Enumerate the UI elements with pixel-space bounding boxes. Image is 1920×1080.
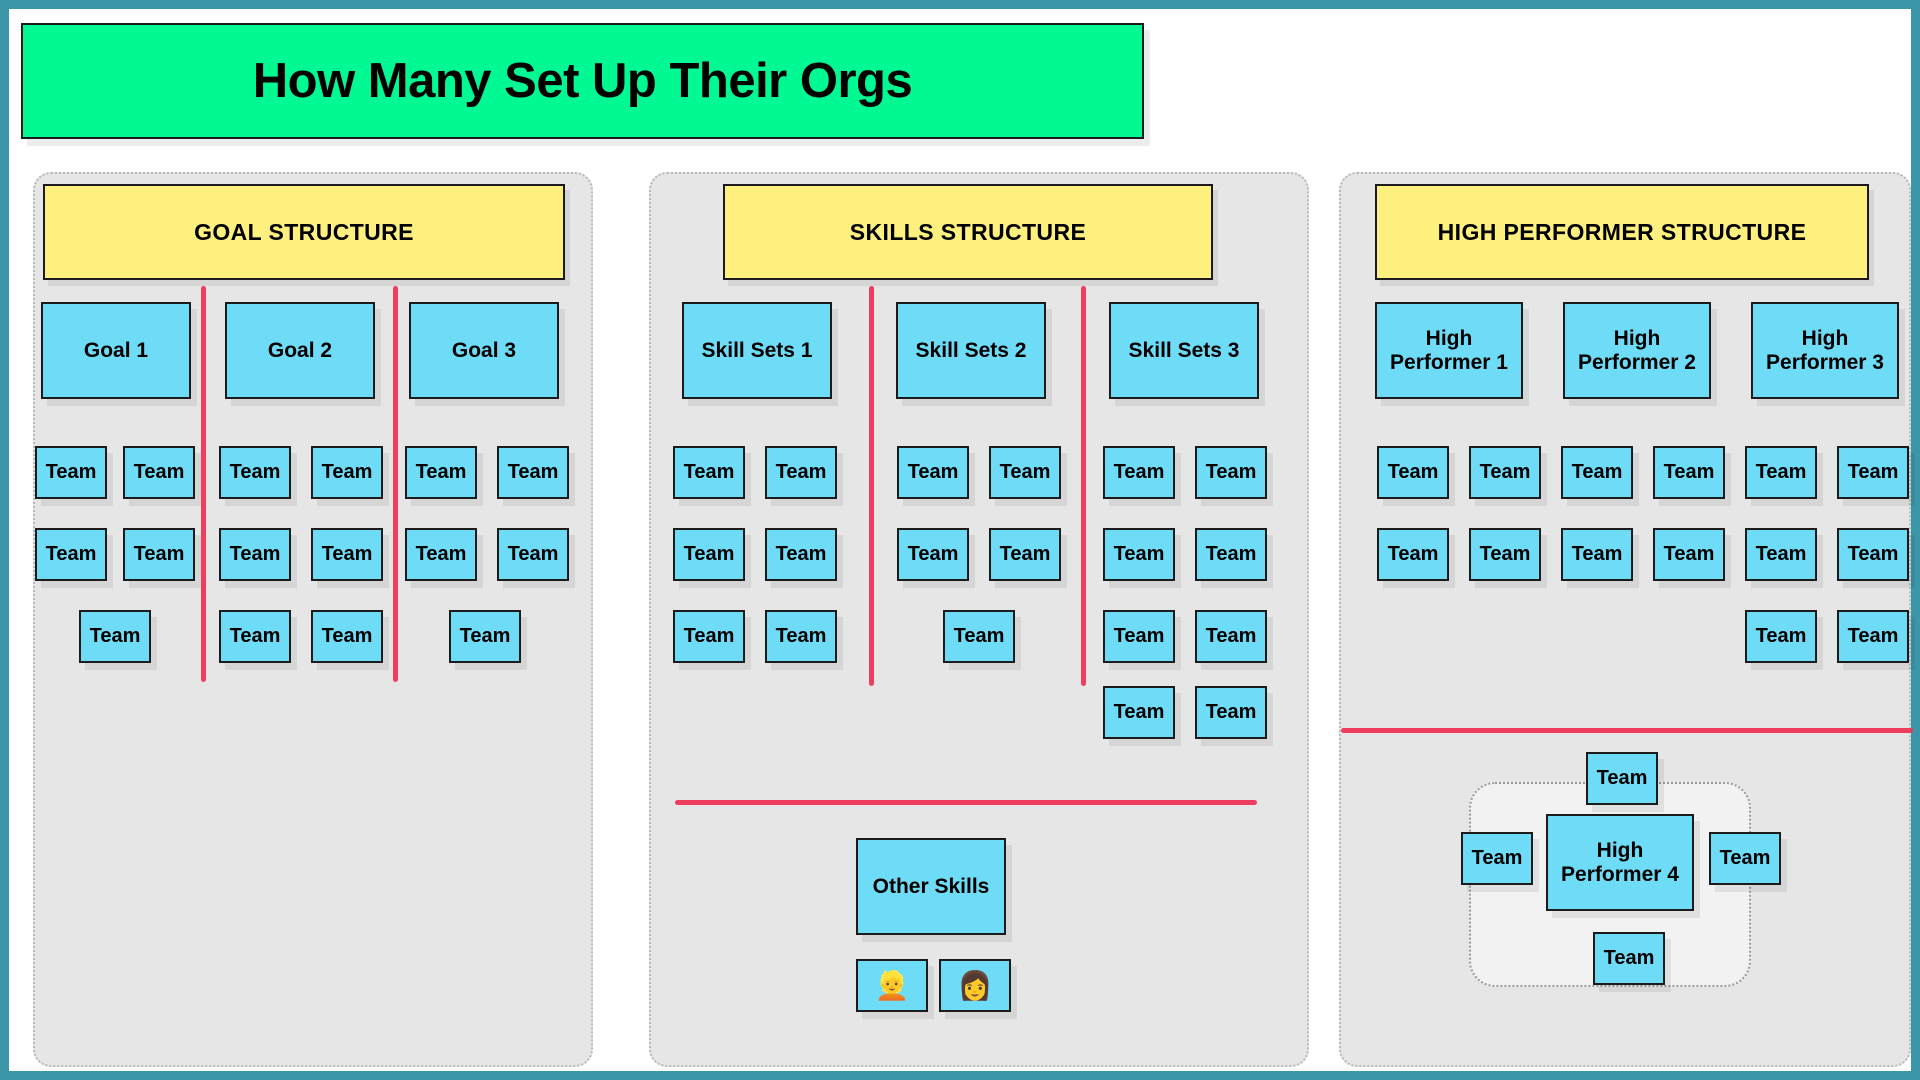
team-card[interactable]: Team: [1561, 446, 1633, 499]
team-card[interactable]: Team: [123, 446, 195, 499]
team-card[interactable]: Team: [123, 528, 195, 581]
team-card[interactable]: Team: [497, 446, 569, 499]
team-card[interactable]: Team: [897, 528, 969, 581]
team-card[interactable]: Team: [1745, 528, 1817, 581]
team-card[interactable]: Team: [219, 528, 291, 581]
high-performer-card-3[interactable]: High Performer 3: [1751, 302, 1899, 399]
team-card[interactable]: Team: [1653, 528, 1725, 581]
team-card[interactable]: Team: [311, 610, 383, 663]
team-card[interactable]: Team: [1195, 686, 1267, 739]
team-card[interactable]: Team: [35, 528, 107, 581]
team-card[interactable]: Team: [1593, 932, 1665, 985]
panel-goal-structure: GOAL STRUCTURE Goal 1 Team Team Team Tea…: [33, 172, 593, 1067]
team-card[interactable]: Team: [1653, 446, 1725, 499]
skillset-card-3[interactable]: Skill Sets 3: [1109, 302, 1259, 399]
team-card[interactable]: Team: [1745, 610, 1817, 663]
team-card[interactable]: Team: [497, 528, 569, 581]
team-card[interactable]: Team: [1377, 446, 1449, 499]
skillset-card-1[interactable]: Skill Sets 1: [682, 302, 832, 399]
team-card[interactable]: Team: [897, 446, 969, 499]
team-card[interactable]: Team: [1195, 528, 1267, 581]
team-card[interactable]: Team: [1103, 446, 1175, 499]
team-card[interactable]: Team: [219, 610, 291, 663]
team-card[interactable]: Team: [1469, 446, 1541, 499]
team-card[interactable]: Team: [989, 446, 1061, 499]
team-card[interactable]: Team: [35, 446, 107, 499]
team-card[interactable]: Team: [943, 610, 1015, 663]
panel-header-skills-structure: SKILLS STRUCTURE: [723, 184, 1213, 280]
person-woman-icon[interactable]: 👩: [939, 959, 1011, 1012]
team-card[interactable]: Team: [673, 528, 745, 581]
team-card[interactable]: Team: [405, 446, 477, 499]
divider-goal-1: [201, 286, 206, 682]
team-card[interactable]: Team: [1837, 528, 1909, 581]
high-performer-card-2[interactable]: High Performer 2: [1563, 302, 1711, 399]
team-card[interactable]: Team: [1586, 752, 1658, 805]
person-blond-man-icon[interactable]: 👱: [856, 959, 928, 1012]
team-card[interactable]: Team: [79, 610, 151, 663]
team-card[interactable]: Team: [1709, 832, 1781, 885]
page-title: How Many Set Up Their Orgs: [252, 54, 913, 108]
team-card[interactable]: Team: [449, 610, 521, 663]
team-card[interactable]: Team: [989, 528, 1061, 581]
team-card[interactable]: Team: [1561, 528, 1633, 581]
divider-goal-2: [393, 286, 398, 682]
team-card[interactable]: Team: [673, 446, 745, 499]
divider-skills-1: [869, 286, 874, 686]
team-card[interactable]: Team: [1103, 610, 1175, 663]
team-card[interactable]: Team: [1837, 610, 1909, 663]
team-card[interactable]: Team: [219, 446, 291, 499]
team-card[interactable]: Team: [765, 446, 837, 499]
team-card[interactable]: Team: [1461, 832, 1533, 885]
divider-high-performer: [1341, 728, 1913, 733]
skillset-card-2[interactable]: Skill Sets 2: [896, 302, 1046, 399]
panel-header-goal-structure: GOAL STRUCTURE: [43, 184, 565, 280]
high-performer-card-4[interactable]: High Performer 4: [1546, 814, 1694, 911]
goal-card-1[interactable]: Goal 1: [41, 302, 191, 399]
team-card[interactable]: Team: [1745, 446, 1817, 499]
team-card[interactable]: Team: [765, 528, 837, 581]
panel-high-performer-structure: HIGH PERFORMER STRUCTURE High Performer …: [1339, 172, 1913, 1067]
team-card[interactable]: Team: [1195, 446, 1267, 499]
team-card[interactable]: Team: [311, 446, 383, 499]
panel-skills-structure: SKILLS STRUCTURE Skill Sets 1 Team Team …: [649, 172, 1309, 1067]
team-card[interactable]: Team: [673, 610, 745, 663]
team-card[interactable]: Team: [1837, 446, 1909, 499]
team-card[interactable]: Team: [765, 610, 837, 663]
team-card[interactable]: Team: [405, 528, 477, 581]
divider-skills-other: [675, 800, 1257, 805]
team-card[interactable]: Team: [1195, 610, 1267, 663]
team-card[interactable]: Team: [1103, 528, 1175, 581]
team-card[interactable]: Team: [311, 528, 383, 581]
goal-card-2[interactable]: Goal 2: [225, 302, 375, 399]
team-card[interactable]: Team: [1377, 528, 1449, 581]
page-title-banner: How Many Set Up Their Orgs: [21, 23, 1144, 139]
high-performer-card-1[interactable]: High Performer 1: [1375, 302, 1523, 399]
goal-card-3[interactable]: Goal 3: [409, 302, 559, 399]
other-skills-card[interactable]: Other Skills: [856, 838, 1006, 935]
team-card[interactable]: Team: [1103, 686, 1175, 739]
team-card[interactable]: Team: [1469, 528, 1541, 581]
panel-header-high-performer-structure: HIGH PERFORMER STRUCTURE: [1375, 184, 1869, 280]
divider-skills-2: [1081, 286, 1086, 686]
